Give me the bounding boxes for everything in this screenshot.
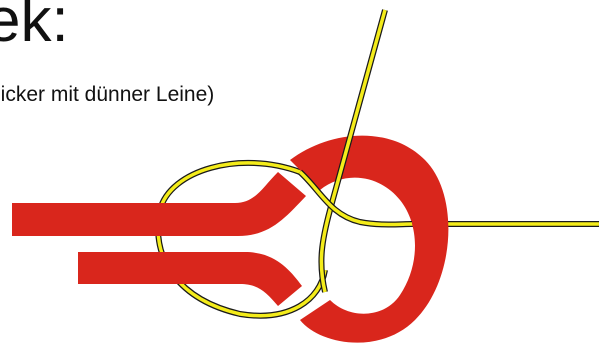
thick-rope-lower [78, 252, 302, 306]
thick-rope-upper [12, 172, 306, 236]
thick-rope-bight [290, 136, 448, 343]
thin-line-loop [158, 163, 325, 316]
